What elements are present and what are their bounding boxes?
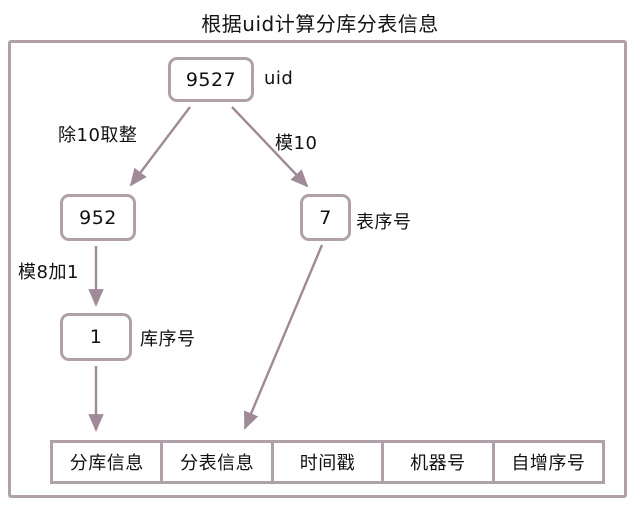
edge-label-div10: 除10取整 [58,125,138,146]
diagram-frame [8,40,627,498]
table-cell-machine-id[interactable]: 机器号 [384,443,495,481]
label-table-index: 表序号 [356,212,412,233]
edge-label-mod8-plus1: 模8加1 [18,262,79,283]
node-uid[interactable]: 9527 [168,57,254,102]
table-cell-db-info[interactable]: 分库信息 [53,443,164,481]
table-cell-table-info[interactable]: 分表信息 [163,443,274,481]
label-uid: uid [264,68,294,89]
table-cell-sequence[interactable]: 自增序号 [511,453,586,474]
node-remainder[interactable]: 7 [300,194,351,241]
page-title: 根据uid计算分库分表信息 [201,12,439,36]
node-quotient[interactable]: 952 [60,194,136,241]
edge-label-mod10: 模10 [275,133,318,154]
table-cell-timestamp[interactable]: 时间戳 [274,443,385,481]
result-table: 分库信息 分表信息 时间戳 机器号 自增序号 [50,440,605,484]
label-db-index: 库序号 [140,329,196,350]
node-db-index[interactable]: 1 [60,313,132,361]
